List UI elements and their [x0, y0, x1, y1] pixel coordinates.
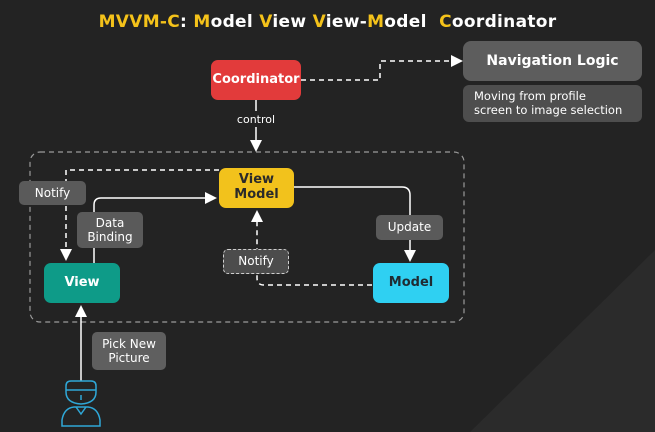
notify-label-left: Notify — [19, 181, 86, 205]
title-segment: V — [259, 12, 273, 32]
title-segment: iew — [272, 12, 313, 32]
coordinator-node: Coordinator — [211, 60, 301, 100]
mvvm-container — [29, 151, 465, 323]
title-segment: oordinator — [451, 12, 557, 32]
title-segment: V — [312, 12, 326, 32]
diagram-title: MVVM-C: Model View View-Model Coordinato… — [0, 12, 655, 32]
notify-viewmodel-line — [251, 210, 372, 286]
title-segment: M — [367, 12, 385, 32]
update-label: Update — [376, 215, 443, 240]
title-segment: MVVM-C — [98, 12, 181, 32]
navigation-logic-box: Navigation Logic — [463, 41, 642, 81]
coordinator-to-navigation-line — [301, 55, 463, 81]
navigation-description-box: Moving from profile screen to image sele… — [463, 85, 642, 122]
title-segment: odel — [384, 12, 440, 32]
control-label: control — [236, 113, 276, 126]
user-avatar-icon — [61, 380, 101, 427]
title-segment: M — [193, 12, 211, 32]
title-segment: C — [439, 12, 452, 32]
notify-label-center: Notify — [223, 249, 289, 274]
data-binding-label: Data Binding — [77, 212, 143, 248]
pick-new-picture-label: Pick New Picture — [92, 332, 166, 370]
title-segment: odel — [210, 12, 260, 32]
update-line — [294, 186, 416, 262]
data-binding-line — [93, 192, 217, 263]
title-segment: : — [180, 12, 194, 32]
view-model-node: View Model — [219, 168, 294, 208]
notify-view-line — [60, 169, 219, 261]
model-node: Model — [373, 263, 449, 303]
view-node: View — [44, 263, 120, 303]
title-segment: iew- — [325, 12, 368, 32]
